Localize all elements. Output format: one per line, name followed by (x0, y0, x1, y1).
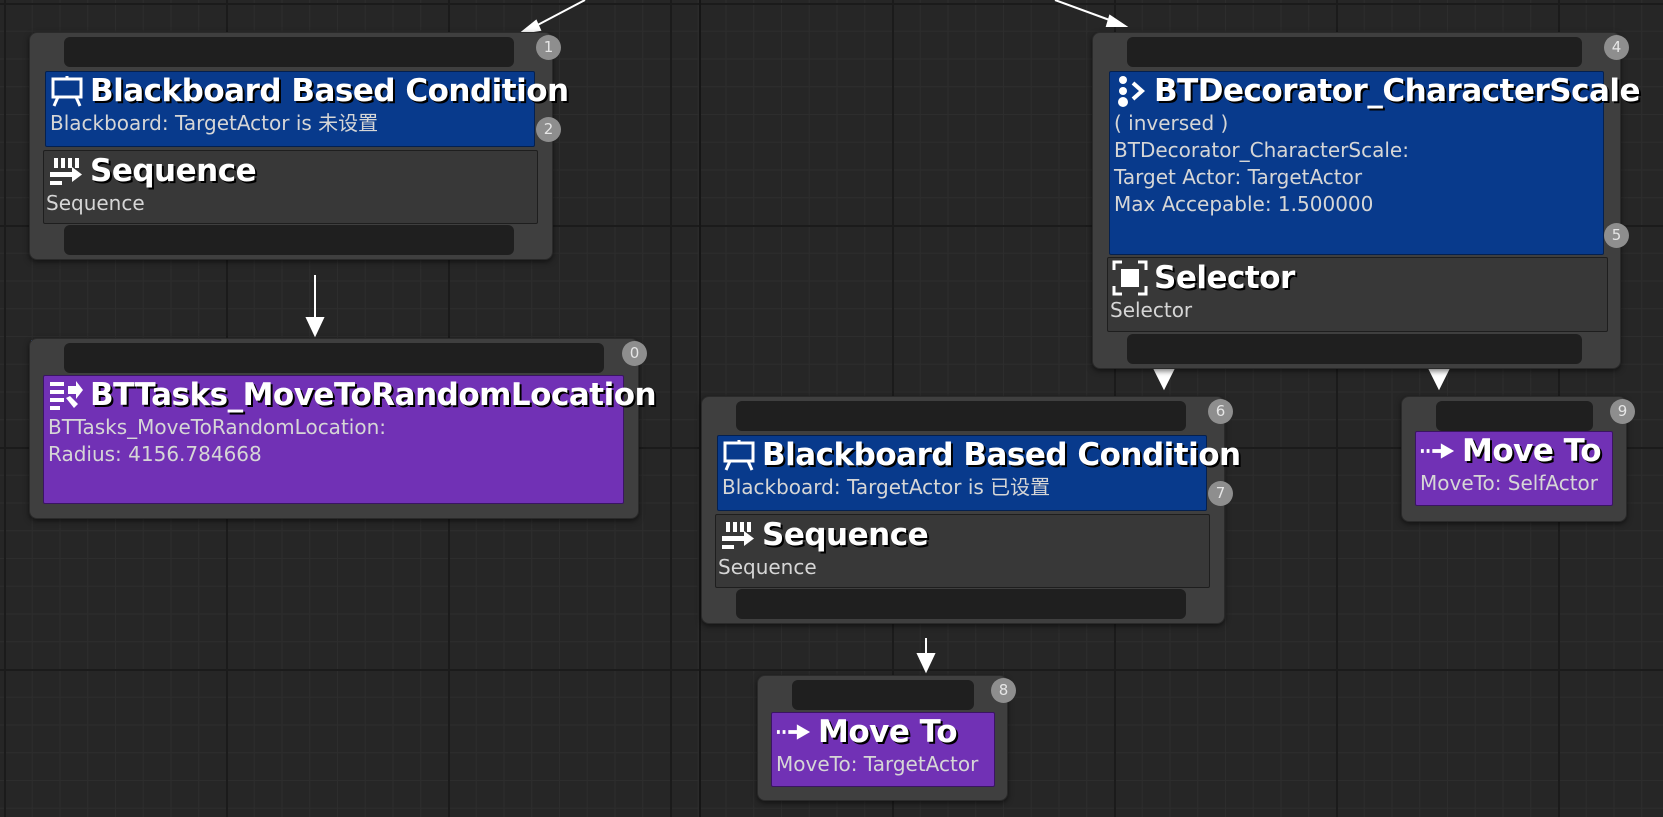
decorator-property-max-accepable: Max Accepable: 1.500000 (1114, 192, 1374, 216)
execution-index-badge: 1 (536, 35, 561, 60)
composite-description: Sequence (718, 555, 817, 579)
move-to-icon (776, 714, 812, 750)
input-pin[interactable] (64, 343, 604, 373)
decorator-title: BTDecorator_CharacterScale (1154, 73, 1641, 109)
decorator-index-badge: 5 (1604, 223, 1629, 248)
decorator-blackboard-condition[interactable]: Blackboard Based Condition Blackboard: T… (717, 435, 1241, 511)
decorator-description: Blackboard: TargetActor is 未设置 (50, 111, 379, 135)
input-pin[interactable] (1127, 37, 1582, 67)
task-property-radius: Radius: 4156.784668 (48, 442, 262, 466)
wire-arrowhead (305, 317, 325, 338)
decorator-description-line: BTDecorator_CharacterScale: (1114, 138, 1409, 162)
blackboard-icon (722, 437, 756, 473)
custom-task-icon (48, 377, 84, 413)
composite-title: Selector (1154, 260, 1295, 296)
input-pin[interactable] (736, 401, 1186, 431)
input-pin[interactable] (792, 680, 974, 710)
task-title: Move To (1462, 433, 1602, 469)
bt-node-9[interactable]: 9 Move To MoveTo: SelfActor (1401, 396, 1635, 522)
composite-description: Selector (1110, 298, 1193, 322)
task-move-to-random-location[interactable]: BTTasks_MoveToRandomLocation BTTasks_Mov… (43, 375, 657, 504)
input-pin[interactable] (1436, 401, 1593, 431)
sequence-icon (720, 517, 756, 553)
wire-root-to-node-4 (1054, 0, 1116, 23)
sequence-icon (48, 153, 84, 189)
composite-sequence[interactable]: Sequence Sequence (43, 150, 538, 224)
task-move-to[interactable]: Move To MoveTo: SelfActor (1415, 431, 1613, 506)
task-description-line: BTTasks_MoveToRandomLocation: (48, 415, 386, 439)
bt-node-1[interactable]: 1 Blackboard Based Condition Blackboard:… (29, 32, 569, 260)
task-description: MoveTo: SelfActor (1420, 471, 1599, 495)
composite-title: Sequence (762, 517, 929, 553)
composite-selector[interactable]: Selector Selector (1107, 257, 1608, 332)
bt-node-6[interactable]: 6 Blackboard Based Condition Blackboard:… (701, 396, 1241, 624)
task-description: MoveTo: TargetActor (776, 752, 979, 776)
output-pin[interactable] (64, 225, 514, 255)
decorator-character-scale[interactable]: BTDecorator_CharacterScale ( inversed ) … (1109, 71, 1641, 255)
bt-node-8[interactable]: 8 Move To MoveTo: TargetActor (757, 675, 1016, 801)
task-title: Move To (818, 714, 958, 750)
wire-arrowhead-node-9 (1428, 369, 1450, 391)
wire-arrowhead (1105, 14, 1129, 27)
input-pin[interactable] (64, 37, 514, 67)
decorator-title: Blackboard Based Condition (762, 437, 1241, 473)
composite-title: Sequence (90, 153, 257, 189)
wire-arrowhead-node-6 (1153, 369, 1175, 391)
task-title: BTTasks_MoveToRandomLocation (90, 377, 657, 413)
execution-index-badge: 9 (1610, 399, 1635, 424)
composite-description: Sequence (46, 191, 145, 215)
composite-sequence[interactable]: Sequence Sequence (715, 514, 1210, 588)
custom-decorator-icon (1114, 73, 1148, 109)
bt-node-0[interactable]: 0 BTTasks_MoveToRandomLocation BTTasks_M… (29, 338, 657, 519)
task-move-to[interactable]: Move To MoveTo: TargetActor (771, 712, 995, 787)
decorator-property-target-actor: Target Actor: TargetActor (1114, 165, 1363, 189)
wire-arrowhead (916, 653, 936, 674)
wire-root-to-node-1 (529, 0, 586, 30)
blackboard-icon (50, 73, 84, 109)
decorator-blackboard-condition[interactable]: Blackboard Based Condition Blackboard: T… (45, 71, 569, 147)
output-pin[interactable] (736, 589, 1186, 619)
output-pin[interactable] (1127, 334, 1582, 364)
decorator-index-badge: 7 (1208, 481, 1233, 506)
decorator-title: Blackboard Based Condition (90, 73, 569, 109)
decorator-description: Blackboard: TargetActor is 已设置 (722, 475, 1051, 499)
selector-icon (1112, 260, 1148, 296)
move-to-icon (1420, 433, 1456, 469)
bt-node-4[interactable]: 4 BTDecorator_CharacterScale ( inversed … (1092, 32, 1641, 369)
decorator-index-badge: 2 (536, 117, 561, 142)
execution-index-badge: 0 (622, 341, 647, 366)
execution-index-badge: 8 (991, 678, 1016, 703)
execution-index-badge: 4 (1604, 35, 1629, 60)
decorator-inversed-flag: ( inversed ) (1114, 111, 1229, 135)
execution-index-badge: 6 (1208, 399, 1233, 424)
